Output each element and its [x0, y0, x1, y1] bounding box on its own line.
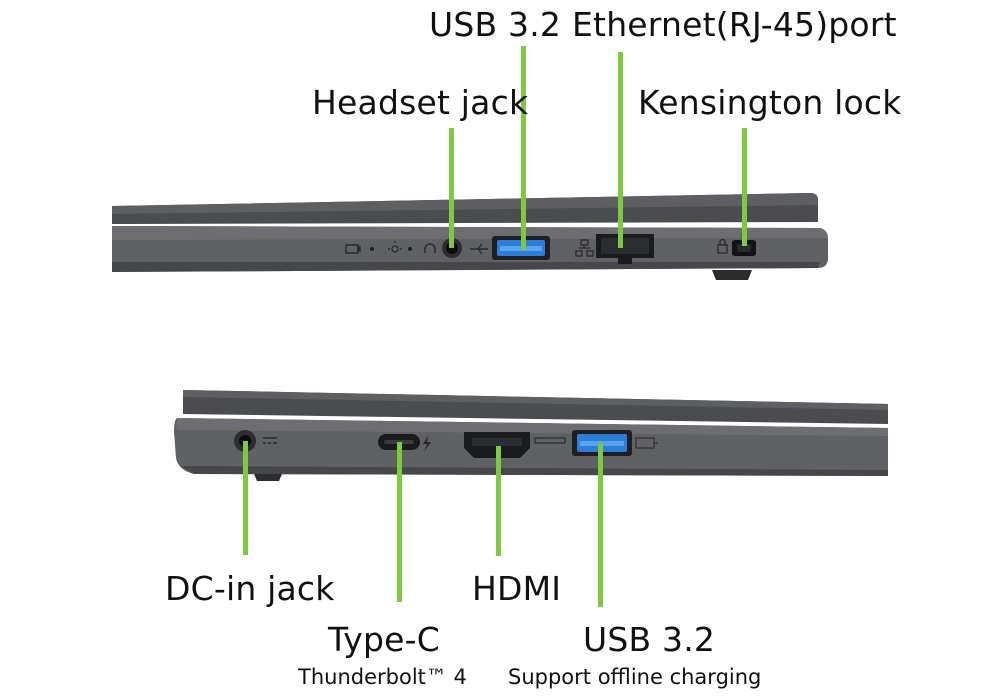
label-hdmi: HDMI [472, 569, 562, 608]
battery-status-icon [345, 244, 361, 254]
label-ethernet-port: Ethernet(RJ-45)port [572, 5, 897, 44]
hdmi-port [464, 432, 530, 458]
power-led-icon [370, 247, 374, 251]
label-type-c-subtitle: Thunderbolt™ 4 [298, 665, 467, 689]
label-usb32-bottom-subtitle: Support offline charging [508, 665, 762, 689]
label-usb32-bottom: USB 3.2 [583, 620, 716, 659]
callout-line-dc-in [243, 441, 248, 555]
label-kensington-lock: Kensington lock [638, 83, 902, 122]
thunderbolt-icon [423, 436, 431, 452]
network-icon [575, 239, 594, 257]
callout-line-headset [449, 128, 454, 248]
callout-line-hdmi [496, 446, 501, 556]
callout-line-usb32-bottom [598, 443, 603, 607]
usb-charge-icon [635, 437, 658, 449]
kensington-lock-slot [732, 240, 756, 256]
usb-icon [470, 243, 488, 255]
lock-icon [717, 238, 728, 254]
label-headset-jack: Headset jack [312, 83, 529, 122]
label-dc-in-jack: DC-in jack [165, 569, 335, 608]
hdmi-icon [534, 437, 566, 444]
callout-line-ethernet [618, 52, 623, 248]
ethernet-port [596, 234, 654, 264]
label-usb32-top: USB 3.2 [429, 5, 562, 44]
callout-line-usb32-top [521, 46, 526, 250]
callout-line-kensington [742, 128, 747, 246]
dc-power-icon [263, 437, 277, 444]
label-type-c: Type-C [328, 620, 440, 659]
callout-line-type-c [397, 442, 402, 602]
headset-icon [424, 243, 436, 253]
light-icon [388, 241, 402, 253]
